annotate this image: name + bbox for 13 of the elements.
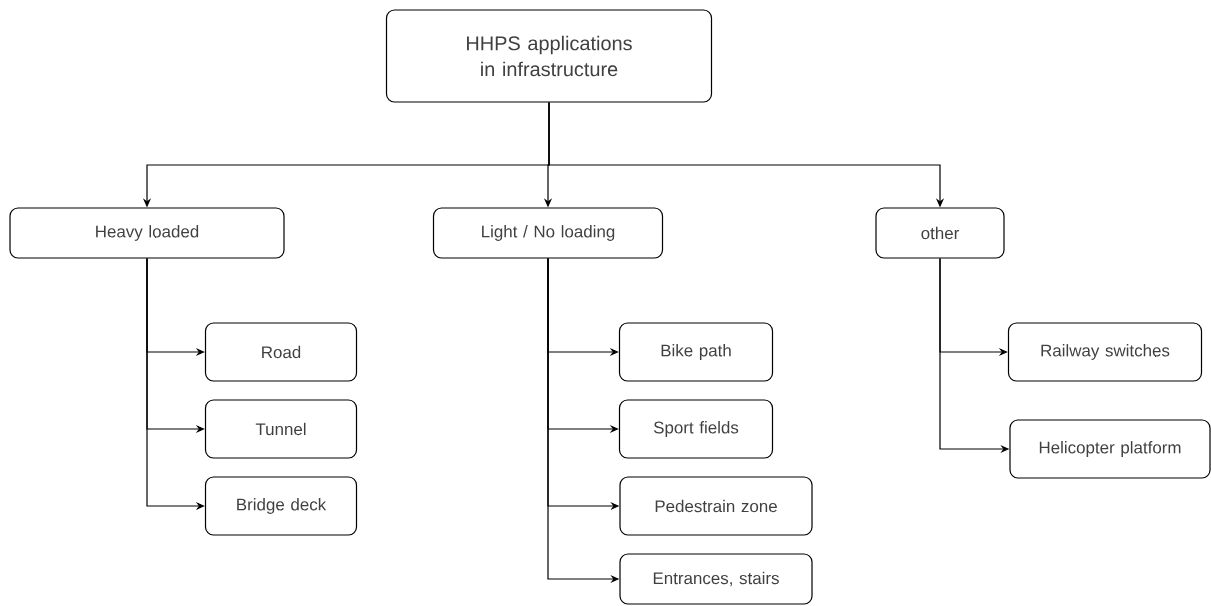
item-box: Entrances, stairs: [619, 553, 813, 605]
item-box: Road: [204, 322, 358, 382]
category-box: other: [875, 207, 1005, 259]
item-box: Helicopter platform: [1009, 419, 1211, 479]
item-box: Bike path: [618, 322, 774, 382]
item-box: Sport fields: [618, 399, 774, 459]
item-box: Bridge deck: [204, 476, 358, 536]
item-box: Pedestrain zone: [619, 476, 813, 536]
item-box: Tunnel: [204, 399, 358, 459]
category-box: Light / No loading: [432, 207, 664, 259]
category-box: Heavy loaded: [9, 207, 285, 259]
root-box: HHPS applications in infrastructure: [385, 9, 713, 103]
item-box: Railway switches: [1007, 322, 1203, 382]
